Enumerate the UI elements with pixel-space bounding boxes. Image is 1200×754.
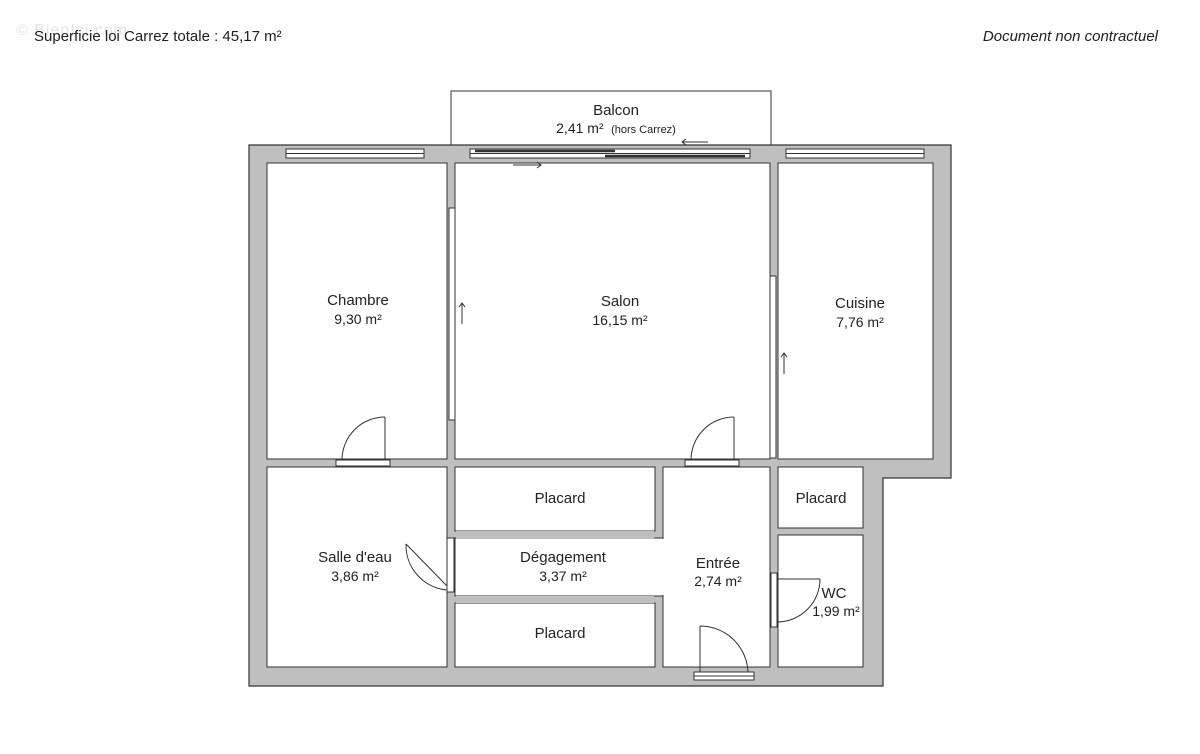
room-entree [662,466,771,668]
wc-area: 1,99 m² [812,603,860,619]
room-wc [777,534,864,668]
room-cuisine [777,162,934,460]
slide-arrow-icon [513,138,708,169]
door-wc [770,572,821,628]
placard-top-name: Placard [535,490,586,507]
wc-name: WC [822,585,847,602]
sliding-door-chambre-salon [448,207,456,421]
chambre-area: 9,30 m² [334,311,382,327]
sliding-door-salon-cuisine [769,275,777,459]
room-placard-top [454,466,656,532]
placard-bottom-name: Placard [535,625,586,642]
room-salon [454,162,771,460]
placard-right-name: Placard [796,490,847,507]
salon-area: 16,15 m² [592,312,648,328]
room-salle-eau [266,466,448,668]
cuisine-area: 7,76 m² [836,314,884,330]
window-salon [469,148,751,159]
balcony-area [450,90,772,146]
door-salon [684,416,740,467]
disclaimer-label: Document non contractuel [982,28,1158,45]
degagement-area: 3,37 m² [539,568,587,584]
degagement-name: Dégagement [520,549,607,566]
door-chambre [335,416,391,467]
balcon-area: 2,41 m² (hors Carrez) [556,120,676,137]
room-degagement [454,537,664,597]
room-chambre [266,162,448,460]
watermark: © BienIci.com [16,22,128,39]
room-placard-right [777,466,864,529]
door-entree [693,625,755,681]
total-area-label: Superficie loi Carrez totale : 45,17 m² [34,28,282,45]
balcon-name: Balcon [593,102,639,119]
window-cuisine [785,148,925,159]
salle-eau-area: 3,86 m² [331,568,379,584]
chambre-name: Chambre [327,292,389,309]
salle-eau-name: Salle d'eau [318,549,392,566]
entree-area: 2,74 m² [694,573,742,589]
door-salle-eau [405,537,455,593]
cuisine-name: Cuisine [835,295,885,312]
salon-name: Salon [601,293,639,310]
slide-arrow-icon [458,302,788,374]
entree-name: Entrée [696,555,740,572]
window-chambre [285,148,425,159]
